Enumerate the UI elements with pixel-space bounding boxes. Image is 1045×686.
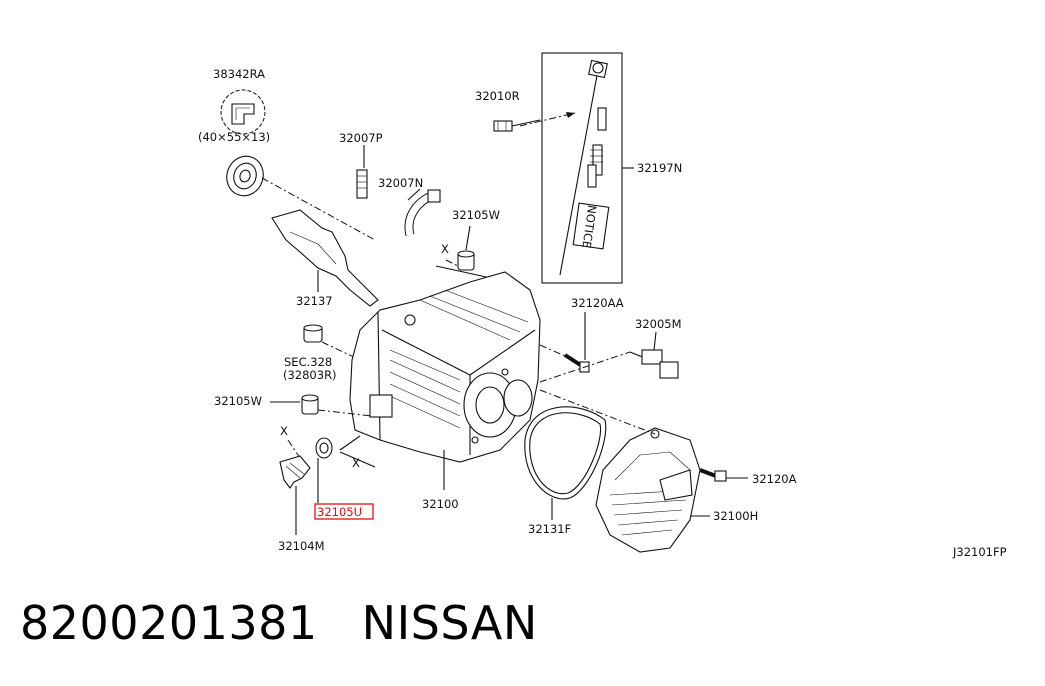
seal-callout — [220, 89, 266, 135]
dipstick-group-frame — [541, 52, 623, 284]
label-sec328-sub: (32803R) — [283, 368, 337, 382]
label-32105W-left: 32105W — [214, 394, 262, 408]
plug-32104M[interactable] — [279, 455, 311, 489]
notice-card-text: NOTICE — [579, 204, 599, 249]
guide-plate-32137[interactable] — [271, 209, 379, 307]
label-32131F: 32131F — [528, 522, 571, 536]
highlight-box-32105U — [314, 503, 374, 520]
caption-part-number: 8200201381 — [20, 596, 318, 650]
label-32105U[interactable]: 32105U — [317, 505, 362, 519]
label-32105W-top: 32105W — [452, 208, 500, 222]
label-x-left-2: X — [352, 456, 360, 470]
dipstick-32197N[interactable] — [559, 59, 608, 276]
housing-cover-32100H[interactable] — [595, 427, 701, 553]
transmission-case-32100[interactable] — [349, 271, 541, 463]
parts-diagram: NOTICE 32197N 32010R 38342RA (40×55×13) … — [198, 52, 1007, 559]
label-32007N: 32007N — [378, 176, 423, 190]
bolt-32120A[interactable] — [699, 468, 727, 482]
bushing-32105W-top[interactable] — [457, 250, 475, 271]
label-32120AA: 32120AA — [571, 296, 624, 310]
washer-32105U[interactable] — [315, 437, 333, 459]
label-32197N: 32197N — [637, 161, 682, 175]
breather-hose-32007N[interactable] — [404, 189, 441, 237]
label-38342RA: 38342RA — [213, 67, 265, 81]
clip-32010R[interactable] — [493, 120, 513, 132]
label-32120A: 32120A — [752, 472, 797, 486]
gasket-32131F[interactable] — [524, 406, 607, 500]
diagram-code: J32101FP — [952, 545, 1007, 559]
bushing-sec328[interactable] — [303, 324, 323, 343]
label-sec328: SEC.328 — [284, 355, 332, 369]
label-x-top: X — [441, 242, 449, 256]
label-32137: 32137 — [296, 294, 333, 308]
caption-brand: NISSAN — [361, 596, 538, 650]
label-32100H: 32100H — [713, 509, 758, 523]
part-caption: 8200201381 NISSAN — [20, 596, 538, 650]
label-32007P: 32007P — [339, 131, 383, 145]
oil-seal-38342RA[interactable] — [221, 151, 269, 201]
sensor-32005M[interactable] — [629, 349, 679, 379]
label-seal-size: (40×55×13) — [198, 130, 270, 144]
bushing-32105W-left[interactable] — [301, 394, 319, 415]
label-32010R: 32010R — [475, 89, 520, 103]
label-32100: 32100 — [422, 497, 459, 511]
notice-card: NOTICE — [572, 202, 610, 250]
label-x-left-1: X — [280, 424, 288, 438]
breather-plug-32007P[interactable] — [356, 169, 368, 199]
label-32104M: 32104M — [278, 539, 325, 553]
label-32005M: 32005M — [635, 317, 682, 331]
